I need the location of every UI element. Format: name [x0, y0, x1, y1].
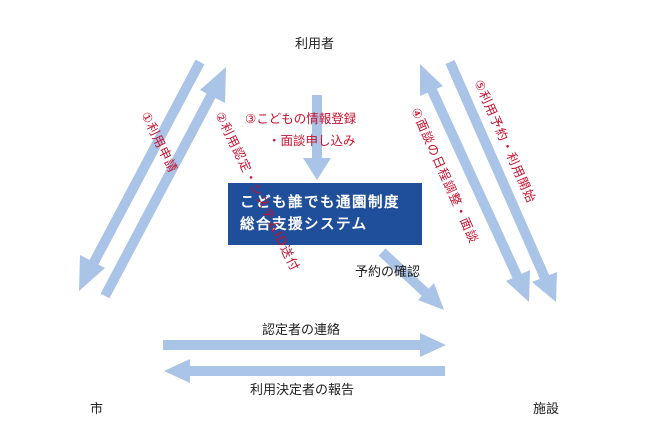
node-city: 市: [90, 402, 104, 417]
step3-label-line2: ・面談申し込み: [268, 133, 356, 148]
decision-report-label: 利用決定者の報告: [250, 383, 355, 398]
system-title-line2: 総合支援システム: [240, 217, 368, 233]
system-box: こども誰でも通園制度 総合支援システム: [228, 183, 422, 245]
node-user: 利用者: [295, 37, 335, 52]
arrow-system-to-facility: [378, 248, 444, 310]
arrow-user-facility-interview: [420, 64, 530, 302]
arrow-city-to-user: [100, 67, 226, 299]
arrow-user-to-facility-reservation: [445, 59, 557, 302]
reservation-check-label: 予約の確認: [355, 265, 421, 280]
system-title-line1: こども誰でも通園制度: [240, 195, 400, 211]
arrow-user-to-city: [79, 59, 205, 291]
node-facility: 施設: [533, 402, 560, 417]
arrow-city-to-facility: [163, 333, 446, 357]
arrow-facility-to-city: [164, 359, 445, 383]
step3-label-line1: ③こどもの情報登録: [245, 111, 357, 126]
certified-contact-label: 認定者の連絡: [262, 323, 341, 338]
arrow-user-to-system: [303, 95, 331, 180]
